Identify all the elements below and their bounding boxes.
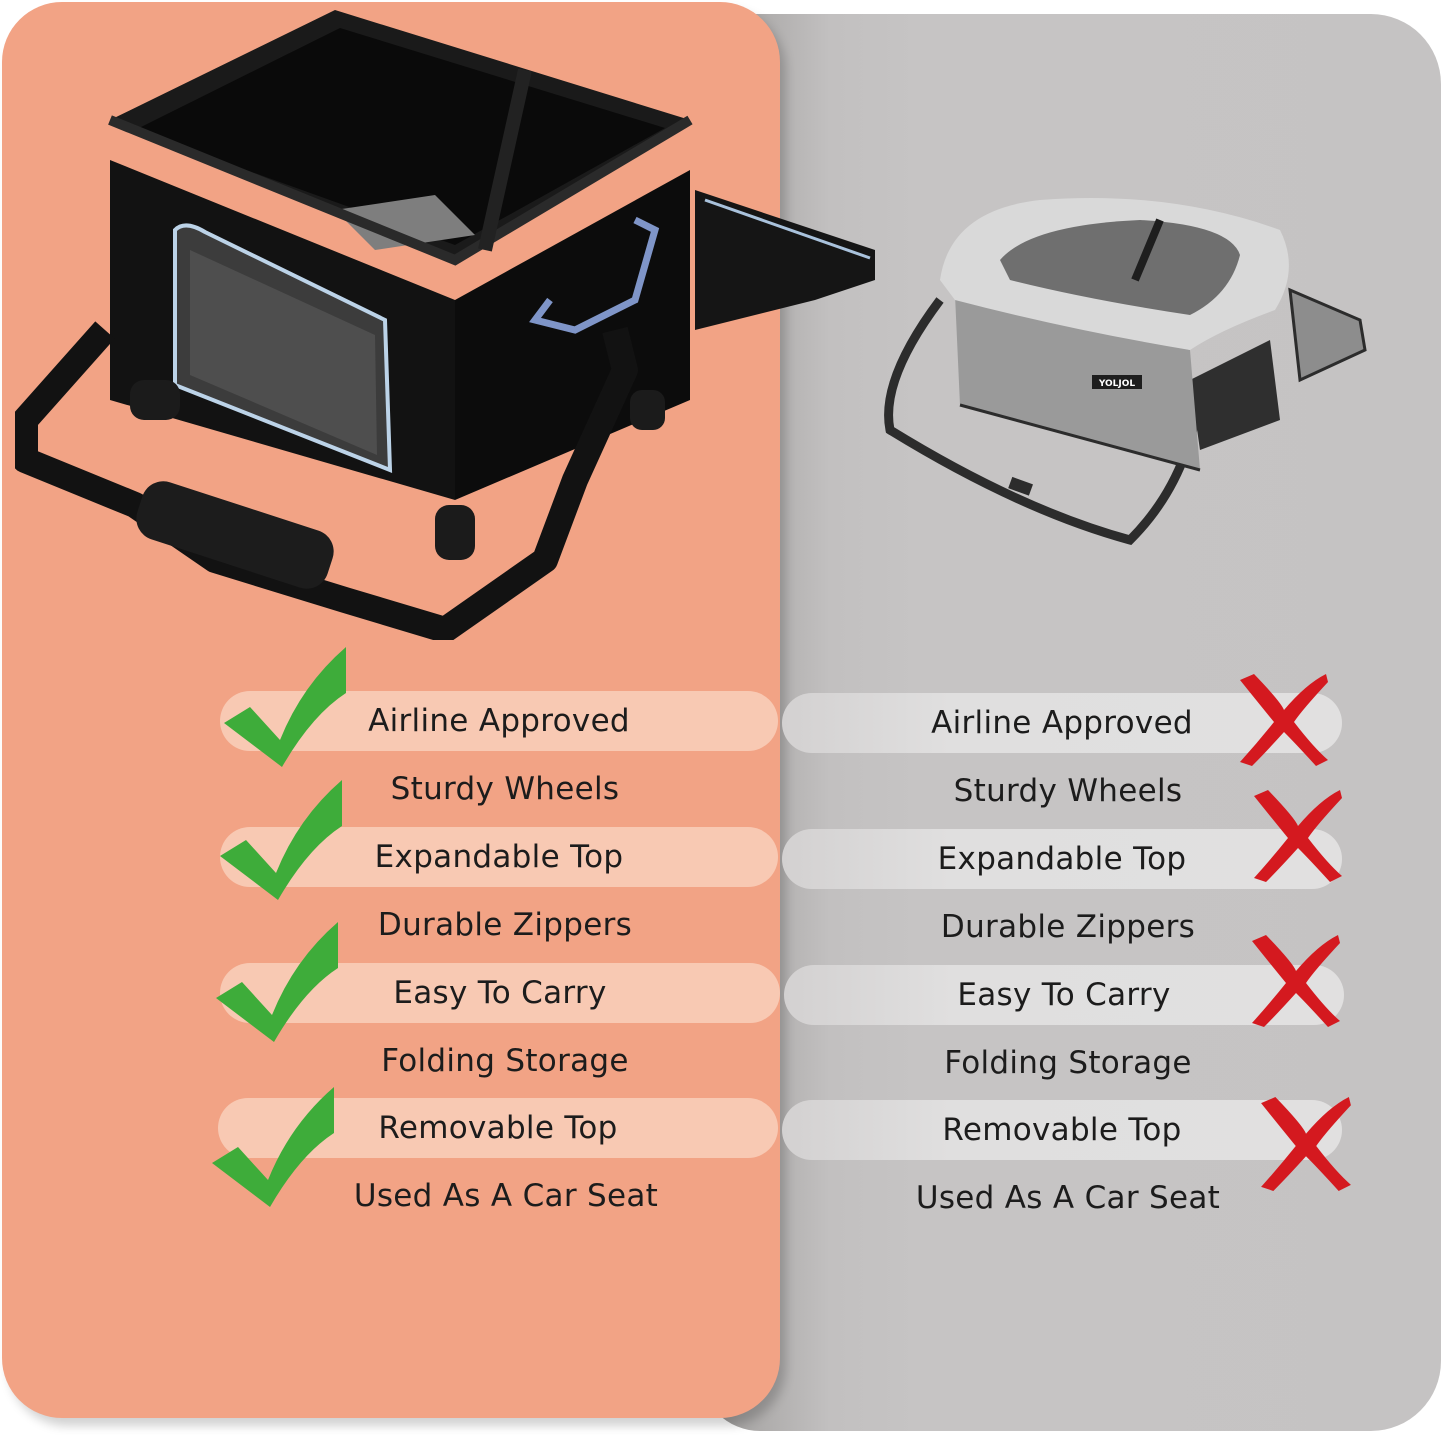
- feature-row: Used As A Car Seat: [915, 1180, 1221, 1216]
- feature-row: Airline Approved: [782, 693, 1342, 753]
- gray-booster-seat-image: YOLJOL: [884, 198, 1367, 546]
- feature-row: Easy To Carry: [784, 965, 1344, 1025]
- cross-icon: [1254, 790, 1342, 882]
- feature-row: Folding Storage: [381, 1043, 629, 1079]
- feature-row: Removable Top: [782, 1100, 1342, 1160]
- feature-row: Expandable Top: [782, 829, 1342, 889]
- cross-icon: [1240, 674, 1328, 766]
- feature-row: Folding Storage: [944, 1045, 1192, 1081]
- feature-row: Sturdy Wheels: [390, 771, 620, 807]
- brand-tag-text: YOLJOL: [1098, 379, 1136, 389]
- feature-row: Sturdy Wheels: [953, 773, 1183, 809]
- black-rolling-carrier-image: [15, 10, 875, 640]
- feature-row: Used As A Car Seat: [353, 1178, 659, 1214]
- feature-row: Durable Zippers: [940, 909, 1196, 945]
- cross-icon: [1252, 935, 1340, 1027]
- cross-icon: [1261, 1097, 1351, 1191]
- check-icon: [224, 647, 346, 767]
- check-icon: [216, 922, 338, 1042]
- brand-tag: [1092, 375, 1142, 389]
- check-icon: [220, 780, 342, 900]
- feature-row: Durable Zippers: [377, 907, 633, 943]
- check-icon: [212, 1087, 334, 1207]
